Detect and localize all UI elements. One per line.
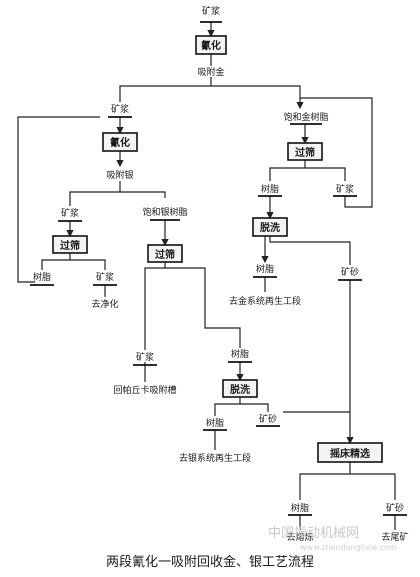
label-resin-c: 树脂 — [231, 348, 249, 360]
figure-caption: 两段氰化一吸附回收金、银工艺流程 — [106, 554, 314, 570]
label-ore-sand-b: 矿砂 — [259, 413, 277, 425]
label-resin-d: 树脂 — [206, 417, 224, 429]
label-filter-mid: 过筛 — [155, 248, 175, 261]
label-resin-b: 树脂 — [256, 263, 274, 275]
label-loaded-silver-resin: 饱和银树脂 — [142, 206, 187, 218]
label-ore-sand-a: 矿砂 — [341, 266, 359, 278]
label-adsorb1: 吸附金 — [197, 66, 224, 78]
connectors — [17, 22, 396, 530]
label-filter-top: 过筛 — [295, 146, 315, 159]
label-resin-left: 树脂 — [33, 271, 51, 283]
label-purify: 去净化 — [91, 298, 118, 310]
label-slurry-d: 矿浆 — [136, 351, 154, 363]
label-to-smelt: 去熔炼 — [286, 531, 313, 543]
process-boxes — [52, 35, 383, 463]
box-table-conc — [317, 442, 383, 463]
label-to-smelt-top: 树脂 — [291, 502, 309, 514]
watermark: 中国振动机械网 — [268, 526, 359, 541]
box-cyan1 — [195, 35, 227, 55]
label-slurry-c: 矿浆 — [61, 207, 79, 219]
box-cyan2 — [102, 132, 138, 152]
box-elute-gold — [252, 217, 288, 237]
label-resin-a: 树脂 — [261, 183, 279, 195]
label-silver-regen: 去银系统再生工段 — [179, 452, 251, 464]
box-filter-left — [52, 235, 88, 254]
label-feed: 矿浆 — [202, 5, 220, 17]
watermark-url: www.zhendonglixie.com — [300, 543, 397, 552]
box-filter-mid — [147, 244, 183, 263]
label-ore-sand-c: 矿砂 — [386, 502, 404, 514]
node-labels: 矿浆 氰化 吸附金 矿浆 饱和金树脂 氰化 过筛 吸附银 树脂 矿浆 矿浆 饱和… — [33, 5, 409, 543]
label-adsorb-silver: 吸附银 — [106, 169, 133, 181]
label-gold-regen: 去金系统再生工段 — [229, 295, 301, 307]
label-slurry-a: 矿浆 — [111, 103, 129, 115]
box-filter-top — [287, 142, 323, 161]
label-return: 回帕丘卡吸附槽 — [113, 384, 176, 396]
box-elute-silver — [222, 379, 258, 398]
label-elute-silver: 脱洗 — [230, 383, 250, 396]
label-to-tailings: 去尾矿 — [381, 531, 408, 543]
underline-bars — [30, 21, 407, 516]
label-elute-gold: 脱洗 — [260, 221, 280, 234]
label-table-conc: 摇床精选 — [330, 447, 370, 460]
label-slurry-left: 矿浆 — [96, 271, 114, 283]
label-loaded-gold-resin: 饱和金树脂 — [283, 111, 328, 123]
label-slurry-b: 矿浆 — [336, 183, 354, 195]
label-cyan2: 氰化 — [110, 136, 130, 149]
label-cyan1: 氰化 — [201, 39, 221, 52]
label-filter-left: 过筛 — [60, 239, 80, 252]
